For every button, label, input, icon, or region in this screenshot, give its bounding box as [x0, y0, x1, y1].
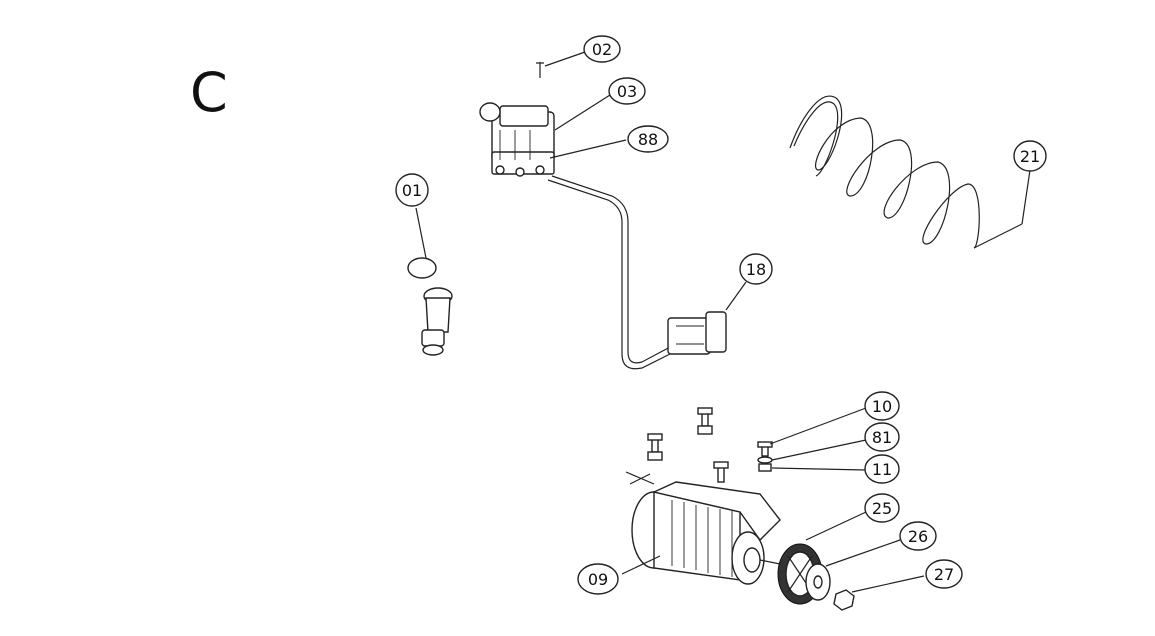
callout-81-label: 81	[872, 428, 892, 447]
callout-18: 18	[739, 253, 773, 285]
callout-03: 03	[608, 77, 646, 105]
callout-18-label: 18	[746, 260, 766, 279]
callout-88: 88	[627, 125, 669, 153]
callout-27-label: 27	[934, 565, 954, 584]
callout-88-label: 88	[638, 130, 658, 149]
leader-88	[549, 139, 627, 159]
part-26-washer	[805, 539, 901, 601]
callout-02: 02	[583, 35, 621, 63]
part-18-connector	[667, 281, 747, 355]
callout-01: 01	[395, 173, 429, 207]
part-01-hose-fitting	[407, 207, 453, 356]
part-03-valve-block	[479, 94, 611, 177]
callout-09: 09	[577, 563, 619, 595]
callout-03-label: 03	[617, 82, 637, 101]
callout-01-label: 01	[402, 181, 422, 200]
callout-26-label: 26	[908, 527, 928, 546]
callout-11: 11	[864, 454, 900, 484]
part-27-nut	[833, 575, 925, 611]
part-21-coiled-hose	[789, 95, 1031, 249]
callout-81: 81	[864, 422, 900, 452]
callout-26: 26	[899, 521, 937, 551]
connecting-tube	[547, 175, 675, 370]
callout-27: 27	[925, 559, 963, 589]
part-02-pin	[536, 51, 586, 78]
callout-10-label: 10	[872, 397, 892, 416]
section-letter: C	[190, 61, 228, 124]
callout-02-label: 02	[592, 40, 612, 59]
callout-10: 10	[864, 391, 900, 421]
parts-10-81-11-fasteners	[757, 407, 867, 472]
callout-25: 25	[864, 493, 900, 523]
callout-09-label: 09	[588, 570, 608, 589]
motor-mount-bolts	[647, 407, 729, 483]
callout-25-label: 25	[872, 499, 892, 518]
callout-11-label: 11	[872, 460, 892, 479]
callout-21-label: 21	[1020, 147, 1040, 166]
part-09-motor	[621, 471, 791, 585]
callout-21: 21	[1013, 140, 1047, 172]
